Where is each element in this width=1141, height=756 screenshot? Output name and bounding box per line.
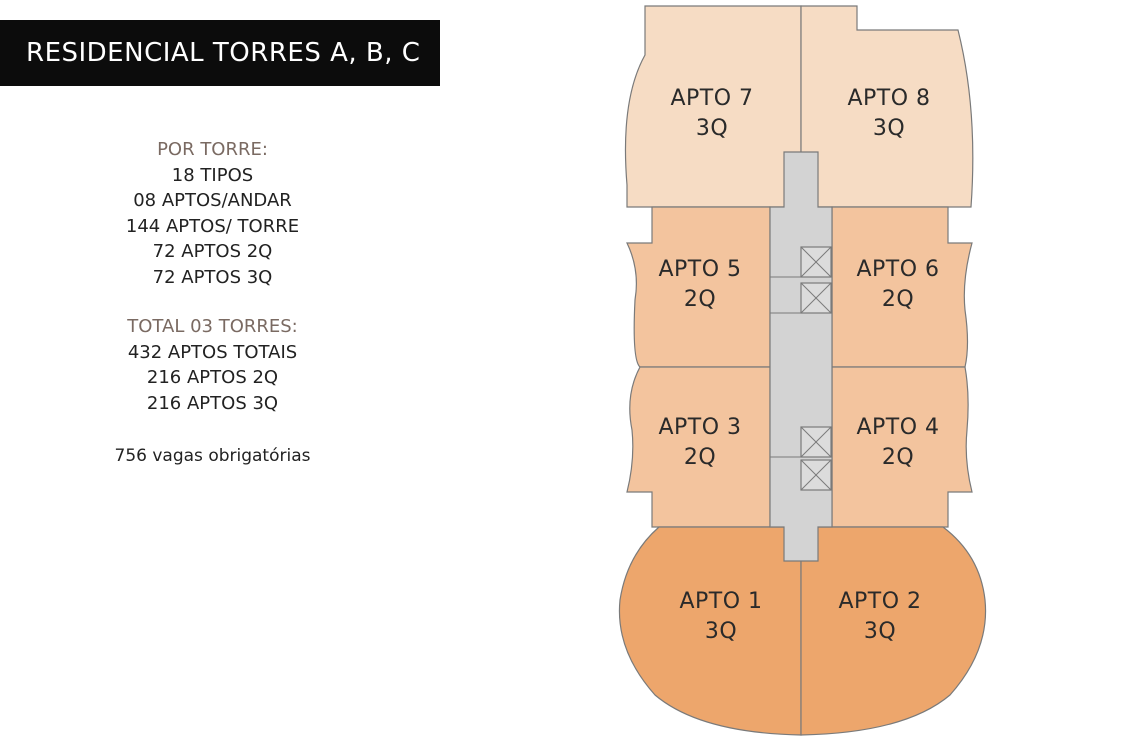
per-tower-heading: POR TORRE: (157, 139, 268, 160)
apto7-type: 3Q (696, 116, 728, 141)
total-line: 432 APTOS TOTAIS (127, 341, 298, 363)
per-tower-line: 72 APTOS 2Q (152, 241, 273, 262)
page-title: RESIDENCIAL TORRES A, B, C (0, 20, 440, 86)
apto5-name: APTO 5 (658, 257, 741, 282)
per-tower-line: 08 APTOS/ANDAR (133, 190, 292, 211)
total-line: 216 APTOS 3Q (146, 392, 279, 414)
apto6-type: 2Q (882, 287, 914, 312)
parking-note: 756 vagas obrigatórias (114, 446, 311, 466)
apto8-type: 3Q (873, 116, 905, 141)
per-tower-line: 72 APTOS 3Q (152, 266, 273, 288)
apto4-type: 2Q (882, 445, 914, 470)
unit-apto3-shape (626, 366, 771, 528)
unit-apto4-shape (831, 366, 973, 528)
unit-apto6-shape (831, 206, 973, 368)
apto8-name: APTO 8 (847, 86, 930, 111)
per-tower-line: 18 TIPOS (171, 164, 254, 186)
apto7-name: APTO 7 (670, 86, 753, 111)
apto6-name: APTO 6 (856, 257, 939, 282)
unit-apto2-shape (800, 526, 987, 736)
circulation-core (769, 151, 833, 562)
unit-apto1-shape (618, 526, 802, 736)
per-tower-line: 144 APTOS/ TORRE (125, 215, 300, 237)
title-text: RESIDENCIAL TORRES A, B, C (26, 38, 421, 68)
apto1-name: APTO 1 (679, 589, 762, 614)
total-line: 216 APTOS 2Q (146, 367, 279, 388)
apto4-name: APTO 4 (856, 415, 939, 440)
apto5-type: 2Q (684, 287, 716, 312)
apto2-type: 3Q (864, 619, 896, 644)
unit-apto8-shape (800, 5, 974, 208)
apto1-type: 3Q (705, 619, 737, 644)
apto3-name: APTO 3 (658, 415, 741, 440)
total-heading: TOTAL 03 TORRES: (127, 316, 298, 337)
apto3-type: 2Q (684, 445, 716, 470)
unit-apto7-shape (624, 5, 802, 208)
unit-apto5-shape (626, 206, 771, 368)
total-summary: TOTAL 03 TORRES: 432 APTOS TOTAIS 216 AP… (60, 314, 365, 416)
per-tower-summary: POR TORRE: 18 TIPOS 08 APTOS/ANDAR 144 A… (60, 137, 365, 290)
apto2-name: APTO 2 (838, 589, 921, 614)
